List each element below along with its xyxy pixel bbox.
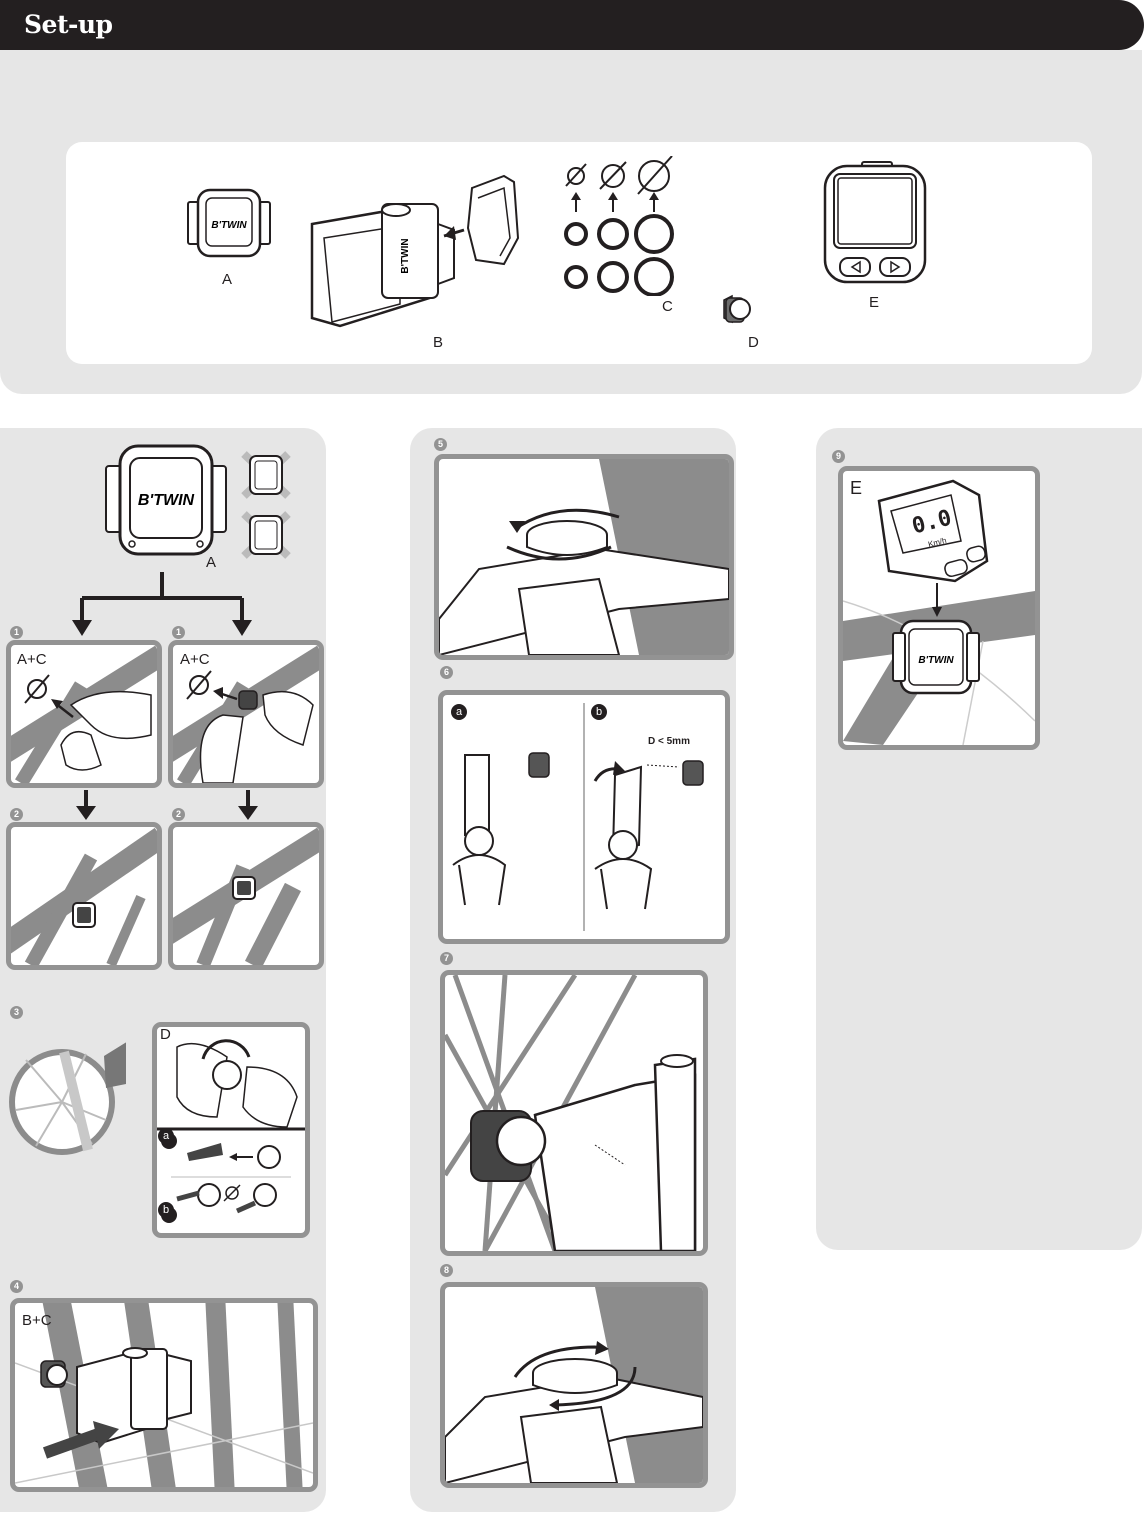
step-8-panel (440, 1282, 708, 1488)
sensor-b-illustration: B'TWIN (304, 168, 524, 330)
step-7-illustration (445, 975, 703, 1251)
sensor-a-large-illustration: B'TWIN (104, 444, 228, 556)
step-4-panel (10, 1298, 318, 1492)
step-2-right-illustration (173, 827, 319, 965)
step-9-badge: 9 (832, 450, 845, 463)
step-4-badge: 4 (10, 1280, 23, 1293)
svg-text:B'TWIN: B'TWIN (211, 220, 247, 231)
orings-c-illustration (556, 156, 686, 296)
step-5-panel (434, 454, 734, 660)
svg-text:B'TWIN: B'TWIN (400, 238, 411, 273)
down-arrow-left (76, 790, 96, 822)
step-1-right-label: A+C (180, 651, 210, 668)
component-e-label: E (869, 294, 879, 311)
step-3-sub-b-badge: b (158, 1202, 174, 1218)
step-2-left-badge: 2 (10, 808, 23, 821)
step-2-right-panel (168, 822, 324, 970)
svg-text:B'TWIN: B'TWIN (918, 655, 954, 666)
svg-text:B'TWIN: B'TWIN (138, 492, 195, 509)
sensor-a-label: A (206, 554, 216, 571)
step-3-illustration (157, 1027, 305, 1233)
sensor-mini-bottom-icon (240, 510, 292, 560)
step-6-badge: 6 (440, 666, 453, 679)
step-5-illustration (439, 459, 729, 655)
step-3-panel (152, 1022, 310, 1238)
gap-label: D < 5mm (648, 736, 690, 747)
step-3-sub-a-badge: a (158, 1128, 174, 1144)
component-b-label: B (433, 334, 443, 351)
step-6-panel (438, 690, 730, 944)
step-1-right-badge: 1 (172, 626, 185, 639)
title-bar (0, 0, 1144, 50)
step-2-left-panel (6, 822, 162, 970)
sensor-a-illustration: B'TWIN (186, 188, 272, 260)
computer-e-illustration (822, 160, 928, 286)
wheel-illustration (6, 1040, 126, 1156)
step-8-badge: 8 (440, 1264, 453, 1277)
page-title: Set-up (24, 10, 113, 39)
step-3-d-label: D (160, 1026, 171, 1043)
step-6-sub-a-badge: a (451, 704, 467, 720)
component-a-label: A (222, 271, 232, 288)
step-6-illustration (443, 695, 725, 939)
step-8-illustration (445, 1287, 703, 1483)
branch-arrows (60, 572, 270, 638)
step-9-e-label: E (850, 478, 862, 499)
step-4-illustration (15, 1303, 313, 1487)
step-2-left-illustration (11, 827, 157, 965)
step-2-right-badge: 2 (172, 808, 185, 821)
step-6-sub-b-badge: b (591, 704, 607, 720)
step-4-label: B+C (22, 1312, 52, 1329)
step-5-badge: 5 (434, 438, 447, 451)
step-7-badge: 7 (440, 952, 453, 965)
step-3-badge: 3 (10, 1006, 23, 1019)
step-1-left-label: A+C (17, 651, 47, 668)
magnet-d-illustration (720, 292, 754, 326)
step-1-left-badge: 1 (10, 626, 23, 639)
step-7-panel (440, 970, 708, 1256)
down-arrow-right (238, 790, 258, 822)
component-d-label: D (748, 334, 759, 351)
sensor-mini-top-icon (240, 450, 292, 500)
component-c-label: C (662, 298, 673, 315)
